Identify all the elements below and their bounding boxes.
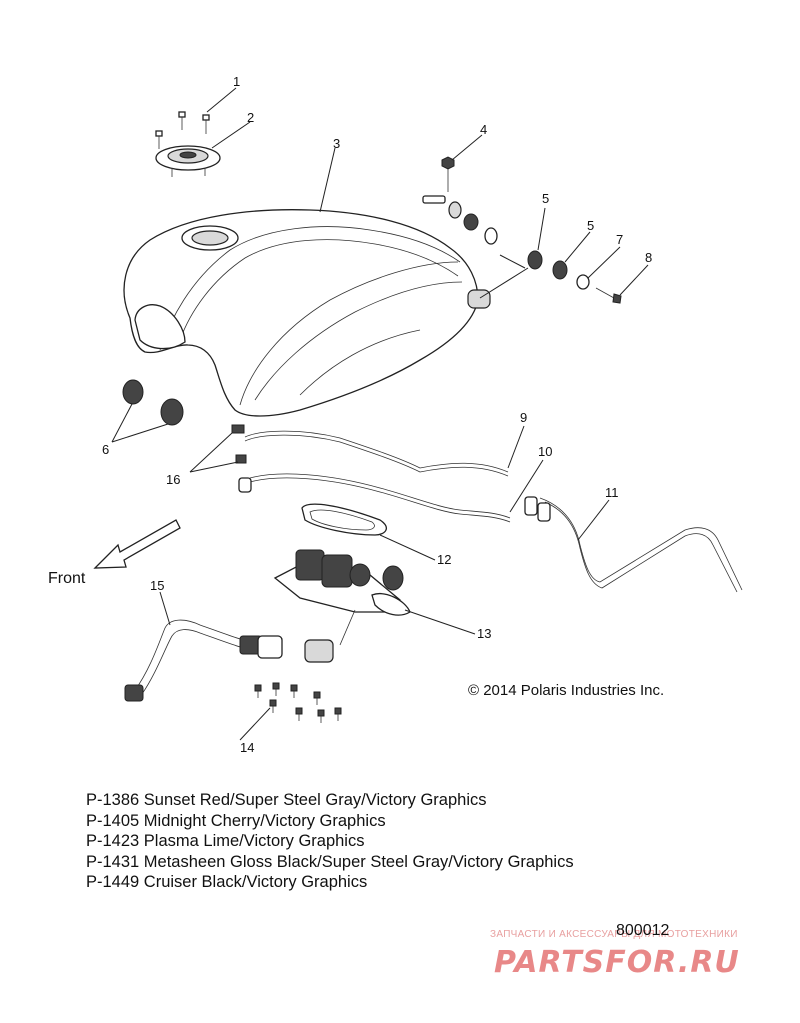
part-6-bumpers bbox=[122, 379, 184, 426]
part-7-washer bbox=[576, 274, 590, 290]
callout-1: 1 bbox=[233, 74, 240, 89]
front-label: Front bbox=[48, 570, 86, 587]
part-8-bolt bbox=[595, 287, 622, 304]
part-13-fuel-pump bbox=[273, 549, 411, 663]
part-5-grommets bbox=[527, 250, 568, 280]
callout-16: 16 bbox=[166, 472, 180, 487]
part-14-screws bbox=[254, 682, 342, 723]
front-arrow bbox=[93, 519, 181, 569]
callout-15: 15 bbox=[150, 578, 164, 593]
model-item: P-1449 Cruiser Black/Victory Graphics bbox=[86, 873, 368, 892]
model-item: P-1405 Midnight Cherry/Victory Graphics bbox=[86, 811, 386, 830]
figure-id: 800012 bbox=[616, 922, 670, 939]
part-10-fuel-line bbox=[249, 473, 511, 523]
part-11-tube bbox=[524, 496, 743, 593]
callout-numbers: 1 2 3 4 5 5 6 7 8 9 10 11 12 13 14 15 16 bbox=[102, 74, 652, 755]
callout-12: 12 bbox=[437, 552, 451, 567]
watermark-logo: PARTSFOR.RU bbox=[494, 945, 740, 980]
watermark-tagline: ЗАПЧАСТИ И АКСЕССУАРЫ ДЛЯ МОТОТЕХНИКИ bbox=[490, 929, 738, 940]
part-2-fuel-cap bbox=[155, 145, 221, 177]
callout-14: 14 bbox=[240, 740, 254, 755]
callout-2: 2 bbox=[247, 110, 254, 125]
copyright-notice: © 2014 Polaris Industries Inc. bbox=[468, 682, 665, 699]
callout-7: 7 bbox=[616, 232, 623, 247]
watermark-logo-text: PARTSFOR.RU bbox=[494, 945, 740, 980]
model-item: P-1386 Sunset Red/Super Steel Gray/Victo… bbox=[86, 791, 487, 809]
callout-11: 11 bbox=[605, 485, 619, 500]
callout-6: 6 bbox=[102, 442, 109, 457]
model-item: P-1431 Metasheen Gloss Black/Super Steel… bbox=[86, 852, 574, 871]
part-16-fittings bbox=[231, 424, 252, 493]
leader-lines bbox=[111, 87, 649, 741]
model-item: P-1423 Plasma Lime/Victory Graphics bbox=[86, 832, 365, 851]
part-1-screws bbox=[155, 111, 210, 149]
callout-3: 3 bbox=[333, 136, 340, 151]
callout-8: 8 bbox=[645, 250, 652, 265]
callout-13: 13 bbox=[477, 626, 491, 641]
model-list: P-1386 Sunset Red/Super Steel Gray/Victo… bbox=[86, 790, 574, 893]
part-3-fuel-tank bbox=[123, 209, 491, 417]
callout-5a: 5 bbox=[542, 191, 549, 206]
part-15-hose bbox=[124, 619, 283, 702]
callout-10: 10 bbox=[538, 444, 552, 459]
callout-4: 4 bbox=[480, 122, 487, 137]
callout-9: 9 bbox=[520, 410, 527, 425]
part-12-gasket bbox=[301, 503, 387, 536]
callout-5b: 5 bbox=[587, 218, 594, 233]
part-9-vent-line bbox=[244, 430, 509, 477]
part-4-bolt bbox=[422, 156, 498, 245]
